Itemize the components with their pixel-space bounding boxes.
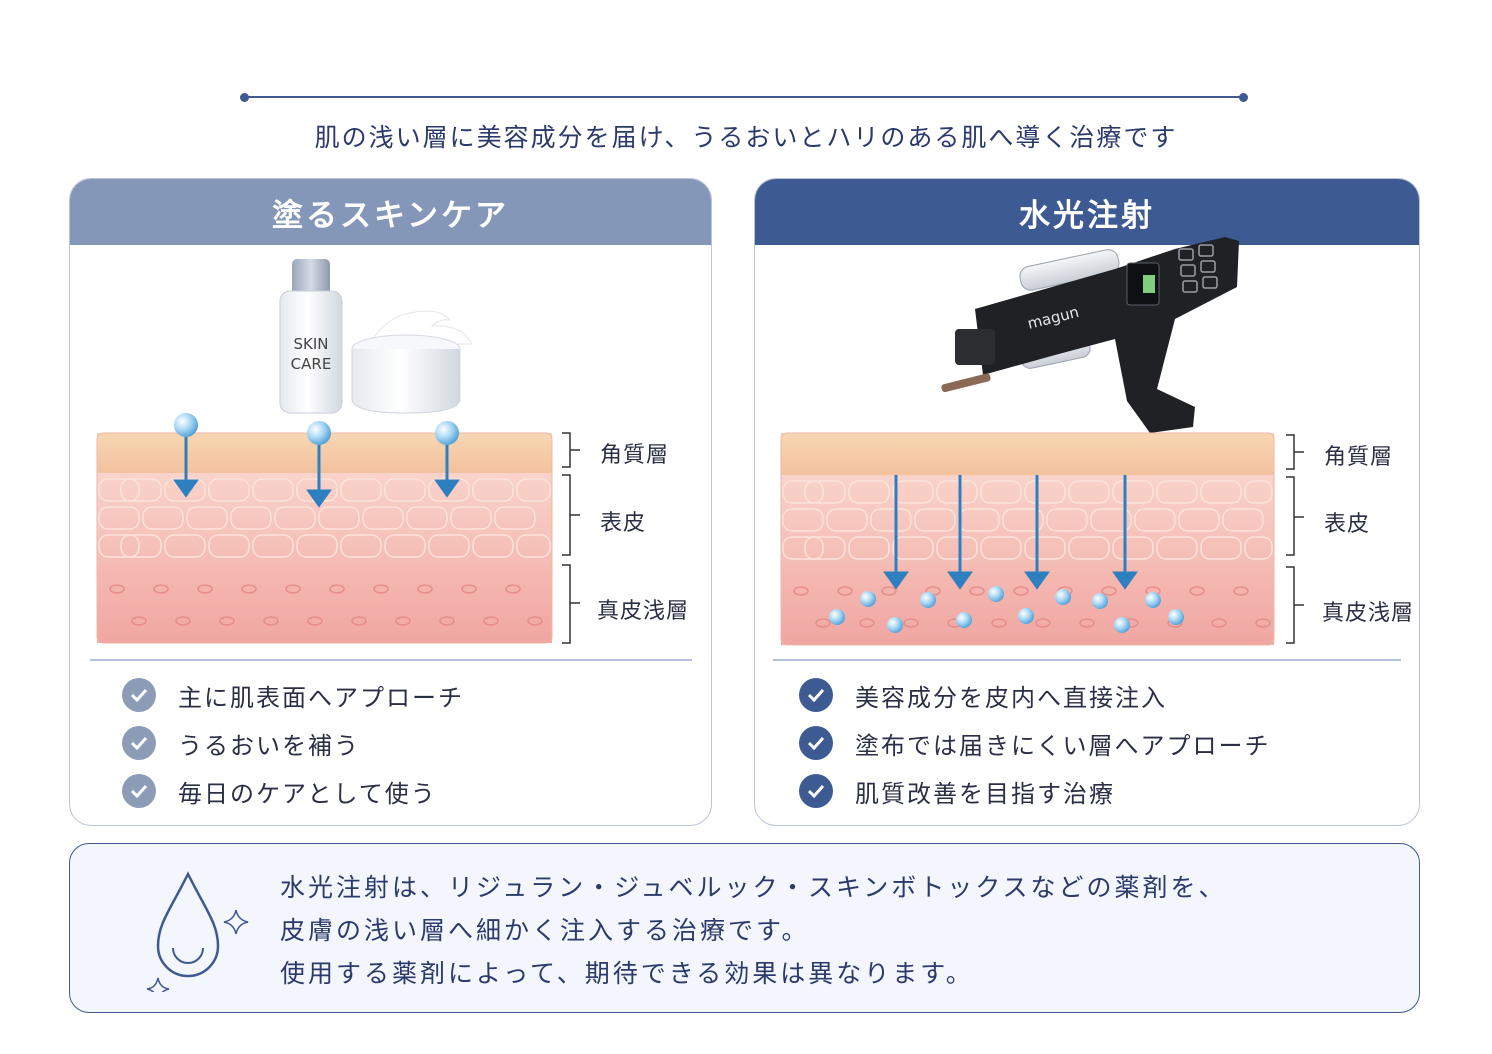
check-icon [122, 774, 156, 808]
note-line-3: 使用する薬剤によって、期待できる効果は異なります。 [280, 959, 974, 988]
skincare-illustration: SKIN CARE [96, 259, 580, 644]
layer-label-upper-dermis: 真皮浅層 [1322, 601, 1415, 626]
note-line-2: 皮膚の浅い層へ細かく注入する治療です。 [280, 916, 810, 945]
skincare-points: 主に肌表面へアプローチ うるおいを補う 毎日のケアとして使う [122, 671, 464, 815]
injection-panel-title: 水光注射 [755, 179, 1419, 245]
layer-label-epidermis: 表皮 [1324, 512, 1371, 537]
bottle-label-line1: SKIN [293, 335, 328, 353]
skin-cross-section [96, 432, 553, 644]
skin-cross-section [780, 432, 1275, 646]
injection-illustration: magun [780, 237, 1304, 646]
panel-divider [90, 659, 692, 661]
layer-label-stratum-corneum: 角質層 [600, 443, 670, 468]
check-icon [799, 678, 833, 712]
page-subtitle: 肌の浅い層に美容成分を届け、うるおいとハリのある肌へ導く治療です [314, 123, 1178, 152]
check-icon [799, 726, 833, 760]
injection-device: magun [941, 237, 1239, 433]
list-item: 美容成分を皮内へ直接注入 [799, 671, 1271, 719]
list-item: 主に肌表面へアプローチ [122, 671, 464, 719]
list-item: 塗布では届きにくい層へアプローチ [799, 719, 1271, 767]
water-drop-icon [146, 871, 249, 992]
layer-label-stratum-corneum: 角質層 [1324, 445, 1394, 470]
bottle-label-line2: CARE [291, 355, 332, 373]
top-divider [240, 93, 1248, 102]
layer-brackets [1286, 434, 1304, 644]
cream-jar [351, 310, 473, 414]
check-icon [122, 678, 156, 712]
skincare-bottle: SKIN CARE [279, 259, 343, 414]
layer-label-upper-dermis: 真皮浅層 [597, 599, 690, 624]
note-line-1: 水光注射は、リジュラン・ジュベルック・スキンボトックスなどの薬剤を、 [280, 873, 1227, 902]
check-icon [122, 726, 156, 760]
panel-divider [773, 659, 1401, 661]
layer-label-epidermis: 表皮 [600, 511, 647, 536]
sparkle-icon [146, 909, 249, 992]
water-light-injection-panel: 水光注射 [754, 178, 1420, 826]
list-item: うるおいを補う [122, 719, 464, 767]
note-box: 水光注射は、リジュラン・ジュベルック・スキンボトックスなどの薬剤を、 皮膚の浅い… [69, 843, 1420, 1013]
injected-droplets [829, 586, 1184, 633]
skincare-panel: 塗るスキンケア SKIN [69, 178, 712, 826]
check-icon [799, 774, 833, 808]
absorption-arrows [173, 413, 460, 508]
list-item: 肌質改善を目指す治療 [799, 767, 1271, 815]
skincare-panel-title: 塗るスキンケア [70, 179, 711, 245]
layer-brackets [562, 432, 580, 644]
note-text: 水光注射は、リジュラン・ジュベルック・スキンボトックスなどの薬剤を、 皮膚の浅い… [280, 866, 1227, 995]
injection-arrows [883, 475, 1138, 590]
list-item: 毎日のケアとして使う [122, 767, 464, 815]
injection-points: 美容成分を皮内へ直接注入 塗布では届きにくい層へアプローチ 肌質改善を目指す治療 [799, 671, 1271, 815]
